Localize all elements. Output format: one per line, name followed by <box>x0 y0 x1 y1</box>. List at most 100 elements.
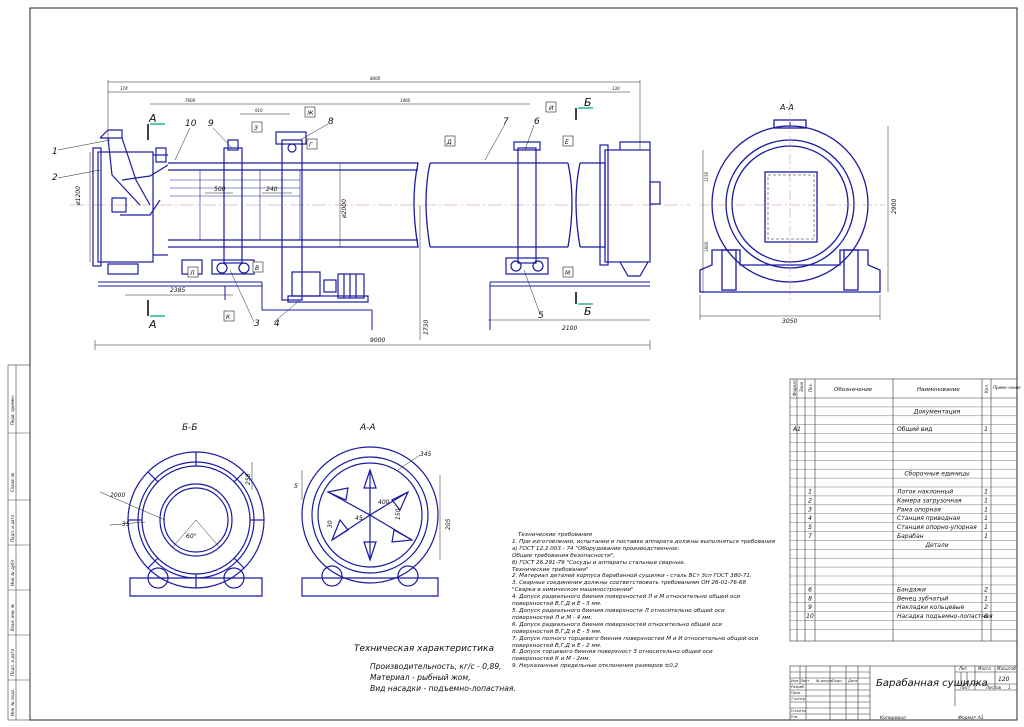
requirement-line: "Сварка в химическом машиностроении" <box>512 587 634 594</box>
dim-d2: 240 <box>266 186 278 193</box>
bom-cell-qty: 1 <box>984 506 988 513</box>
bom-cell-pos: 4 <box>808 515 812 522</box>
view-aa-dim-width: 3050 <box>782 318 797 325</box>
bom-cell-qty: 1 <box>984 497 988 504</box>
pos-6: 6 <box>534 117 540 127</box>
discharge-chamber <box>599 141 661 277</box>
view-letter-e: Е <box>565 139 569 146</box>
pos-1: 1 <box>52 147 58 157</box>
requirement-line: 6. Допуск радиального биения поверхносте… <box>512 621 723 628</box>
bom-section-title: Детали <box>924 542 948 549</box>
section-mark-b-top: Б <box>584 96 592 109</box>
view-aa-dim-height: 2900 <box>891 199 898 214</box>
dim-seg-a: 7600 <box>185 98 196 103</box>
main-view: 9000 8000 7600 1460 910 130 174 2385 210… <box>52 76 690 350</box>
drive-station <box>287 271 369 303</box>
title-block-grid <box>789 665 1018 721</box>
dim-right-len: 2100 <box>562 325 577 332</box>
bom-cell-qty: 1 <box>984 524 988 531</box>
view-letter-m: М <box>565 270 571 277</box>
title-sheets-label: Листов <box>985 685 1002 690</box>
dim-seg-top: 174 <box>120 86 128 91</box>
section-mark-a-bottom: А <box>148 318 157 331</box>
bom-cell-name: Барабан <box>897 533 924 540</box>
bom-cell-qty: 1 <box>984 515 988 522</box>
section-aa: А-А 345 5 <box>294 423 452 597</box>
side-label-0: Перв. примен. <box>10 395 15 425</box>
title-row-8: Утв. <box>791 715 798 719</box>
section-cut-lines <box>147 108 577 316</box>
bom-cell-pos: 2 <box>808 497 812 504</box>
bom-header-name: Наименование <box>917 387 960 393</box>
section-aa-dim-400: 400 <box>378 499 390 506</box>
bom-header-note: Приме-чание <box>993 385 1021 390</box>
bom-cell-name: Станция приводная <box>897 515 960 522</box>
title-mass-value: 120 <box>998 676 1010 683</box>
requirement-line: 7. Допуск полного торцевого биения повер… <box>512 635 759 642</box>
pos-4: 4 <box>274 319 280 329</box>
requirement-line: 5. Допуск радиального биения поверхности… <box>512 607 725 614</box>
bom-cell-qty: 2 <box>984 604 988 611</box>
bom-cell-pos: 8 <box>808 595 812 602</box>
requirement-line: 8. Допуск торцевого биения поверхност З … <box>512 649 713 656</box>
title-row-4: Разраб. <box>791 685 805 689</box>
side-label-5: Подп. и дата <box>10 648 15 676</box>
dim-dia-inlet: ø1200 <box>75 186 82 206</box>
title-mass-label: Масса <box>978 666 991 671</box>
view-aa-end: А-А 3050 2900 1150 <box>699 100 898 325</box>
format-label: Формат А1 <box>958 715 984 721</box>
pos-5: 5 <box>538 311 544 321</box>
requirement-line: 3. Сварные соединения должны соответство… <box>512 580 747 587</box>
side-label-1: Справ. № <box>10 473 15 492</box>
view-aa-end-title: А-А <box>779 103 794 112</box>
pos-2: 2 <box>52 173 58 183</box>
bom-cell-qty: 2 <box>984 586 988 593</box>
section-mark-b-bottom: Б <box>584 305 592 318</box>
bom-cell-name: Бандажи <box>897 586 926 593</box>
requirement-line: Общие требования безопасности", <box>512 552 616 559</box>
requirement-line: поверхностей В,Г,Д и Е - 2 мм. <box>512 642 602 649</box>
dim-dia-drum: ø2000 <box>341 199 348 219</box>
requirement-line: Технические требования" <box>512 566 589 573</box>
bom-cell-name: Рама опорная <box>897 506 941 513</box>
tech-specs: Техническая характеристика Производитель… <box>354 644 516 694</box>
section-bb-dim-250: 250 <box>245 473 252 485</box>
bom-cell-pos: 6 <box>808 586 812 593</box>
view-letter-v: В <box>255 265 259 272</box>
title-row-3: Дата <box>847 679 857 683</box>
bom-cell-pos: 5 <box>808 524 812 531</box>
section-aa-dim-30: 30 <box>327 520 334 528</box>
bom-header-qty: Кол. <box>984 384 989 393</box>
requirement-line: а) ГОСТ 12.2.003 - 74 "Оборудование прои… <box>512 545 680 552</box>
section-aa-dim-45: 45 <box>355 515 363 522</box>
requirement-line: 2. Материал деталей корпуса барабанной с… <box>512 573 752 580</box>
section-aa-dim-5: 5 <box>294 483 298 490</box>
support-frame <box>98 281 650 330</box>
section-marks: А А Б Б <box>148 96 592 331</box>
bom-cell-name: Накладки кольцевые <box>897 604 965 611</box>
bom-table-grid <box>789 378 1018 642</box>
requirements-title: Технические требования <box>518 532 593 538</box>
bom-cell-pos: 10 <box>806 613 814 620</box>
bom-header-format: Формат <box>792 379 797 396</box>
title-row-0: Изм. Лист <box>791 679 810 683</box>
title-row-1: № докум. <box>815 679 833 683</box>
view-letter-k: К <box>226 314 231 321</box>
bom-cell-qty: 1 <box>984 489 988 496</box>
side-label-4: Взам. инв. № <box>10 604 15 631</box>
pos-3: 3 <box>254 319 260 329</box>
bom-cell-name: Насадка подъемно-лопастная <box>897 613 993 620</box>
support-bandage-left <box>181 139 255 275</box>
title-row-6: Т.контр. <box>791 697 806 701</box>
bom-cell-qty: 1 <box>984 533 988 540</box>
requirement-line: поверхностей К и М - 2мм. <box>512 656 591 663</box>
title-lit-label: Лит. <box>958 666 968 671</box>
section-bb: Б-Б 2000 35 <box>99 423 265 597</box>
side-label-2: Подп. и дата <box>10 514 15 542</box>
pos-7: 7 <box>503 117 509 127</box>
section-bb-dim-angle: 60° <box>186 533 197 540</box>
section-bb-title: Б-Б <box>182 423 198 433</box>
